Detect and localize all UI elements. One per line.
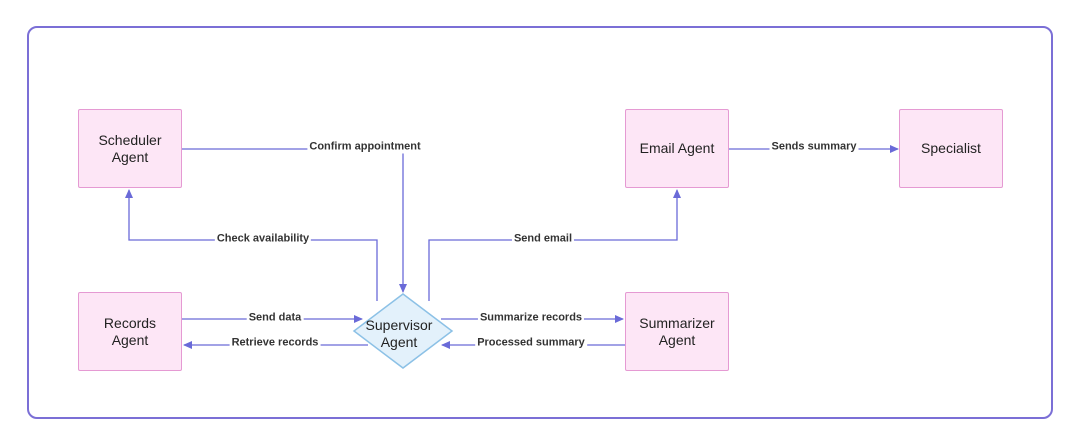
label-confirm-appointment: Confirm appointment [307, 140, 423, 154]
supervisor-diamond [352, 293, 454, 369]
records-agent-node[interactable]: Records Agent [78, 292, 182, 371]
label-send-data: Send data [246, 311, 304, 325]
label-check-availability: Check availability [214, 232, 312, 246]
edge-send-email [428, 189, 681, 301]
label-summarize-records: Summarize records [477, 311, 585, 325]
diagram-frame [27, 26, 1053, 419]
label-send-email: Send email [511, 232, 575, 246]
label-sends-summary: Sends summary [769, 140, 859, 154]
email-agent-node[interactable]: Email Agent [625, 109, 729, 188]
edge-check-availability [125, 189, 378, 301]
edge-confirm-appointment [181, 148, 407, 293]
supervisor-agent-label[interactable]: Supervisor Agent [365, 317, 433, 350]
scheduler-agent-node[interactable]: Scheduler Agent [78, 109, 182, 188]
specialist-node[interactable]: Specialist [899, 109, 1003, 188]
label-retrieve-records: Retrieve records [229, 336, 321, 350]
label-processed-summary: Processed summary [475, 336, 587, 350]
summarizer-agent-node[interactable]: Summarizer Agent [625, 292, 729, 371]
